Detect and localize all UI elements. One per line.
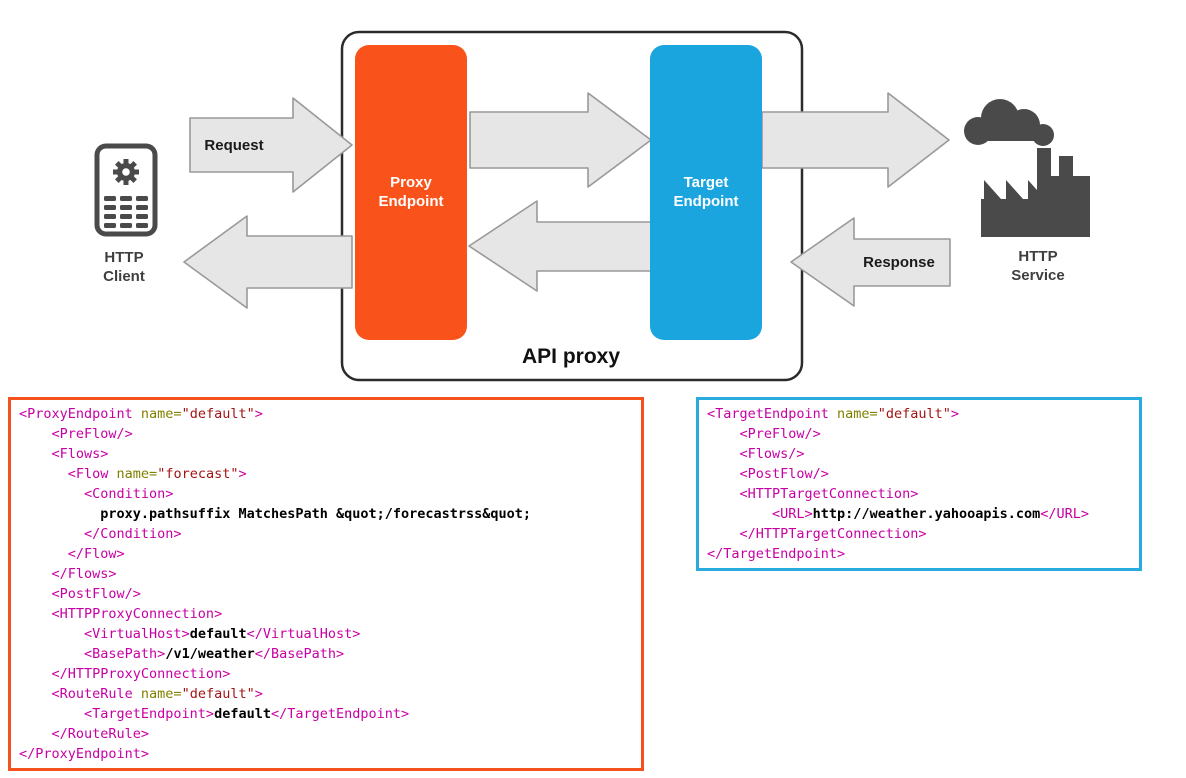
code-line: </TargetEndpoint>	[707, 544, 1131, 564]
code-line: <ProxyEndpoint name="default">	[19, 404, 633, 424]
target-endpoint-label-line2: Endpoint	[674, 193, 739, 210]
proxy-endpoint-label-line1: Proxy	[390, 174, 432, 191]
code-token-tag: >	[238, 466, 247, 482]
proxy-to-client-arrow	[183, 215, 353, 309]
code-token-tag: </RouteRule>	[19, 726, 150, 742]
request-label: Request	[204, 137, 263, 154]
target-to-proxy-arrow	[468, 200, 652, 292]
code-line: <Flow name="forecast">	[19, 464, 633, 484]
gear-icon	[113, 159, 139, 185]
http-service-label-line1: HTTP	[1018, 248, 1057, 265]
code-line: proxy.pathsuffix MatchesPath &quot;/fore…	[19, 504, 633, 524]
code-token-tag: </BasePath>	[254, 646, 345, 662]
code-token-tag: <VirtualHost>	[19, 626, 190, 642]
target-endpoint-label-line1: Target	[684, 174, 729, 191]
code-token-tag: </TargetEndpoint>	[270, 706, 410, 722]
code-token-tag: <PostFlow/>	[19, 586, 141, 602]
proxy-endpoint-box	[355, 45, 467, 340]
http-service-label-line2: Service	[1011, 267, 1064, 284]
code-line: <RouteRule name="default">	[19, 684, 633, 704]
code-token-text: http://weather.yahooapis.com	[812, 506, 1041, 522]
code-token-tag: <TargetEndpoint	[707, 406, 838, 422]
code-line: <Flows>	[19, 444, 633, 464]
code-token-tag: </ProxyEndpoint>	[19, 746, 150, 762]
proxy-to-target-arrow	[469, 92, 652, 188]
code-line: <PreFlow/>	[19, 424, 633, 444]
code-line: <PostFlow/>	[707, 464, 1131, 484]
code-token-tag: <PostFlow/>	[707, 466, 829, 482]
code-token-text: proxy.pathsuffix MatchesPath &quot;/fore…	[19, 506, 532, 522]
request-arrow	[189, 97, 353, 193]
code-token-tag: <HTTPProxyConnection>	[19, 606, 223, 622]
code-token-tag: <RouteRule	[19, 686, 141, 702]
code-token-tag: >	[950, 406, 959, 422]
http-client-phone-icon	[94, 143, 158, 237]
code-token-tag: </Condition>	[19, 526, 182, 542]
target-endpoint-box	[650, 45, 762, 340]
code-token-tag: <Flow	[19, 466, 117, 482]
code-line: </HTTPProxyConnection>	[19, 664, 633, 684]
response-arrow	[790, 217, 951, 307]
code-line: <PreFlow/>	[707, 424, 1131, 444]
api-proxy-diagram: Request Response Proxy Endpoint Target E…	[94, 30, 1090, 382]
code-token-text: default	[189, 626, 247, 642]
code-token-tag: <PreFlow/>	[19, 426, 133, 442]
code-token-tag: >	[254, 406, 263, 422]
code-token-tag: </HTTPProxyConnection>	[19, 666, 231, 682]
code-line: <HTTPProxyConnection>	[19, 604, 633, 624]
code-token-tag: </HTTPTargetConnection>	[707, 526, 927, 542]
code-token-text: default	[214, 706, 271, 722]
proxy-endpoint-label-line2: Endpoint	[379, 193, 444, 210]
code-token-tag: </TargetEndpoint>	[707, 546, 846, 562]
code-token-tag: </Flows>	[19, 566, 117, 582]
code-token-text: /v1/weather	[165, 646, 255, 662]
code-line: <VirtualHost>default</VirtualHost>	[19, 624, 633, 644]
code-token-attr: name=	[140, 406, 182, 422]
code-line: <TargetEndpoint name="default">	[707, 404, 1131, 424]
code-token-attr: name=	[140, 686, 182, 702]
target-to-service-arrow	[761, 92, 950, 188]
code-token-attr: name=	[837, 406, 878, 422]
code-token-tag: >	[254, 686, 263, 702]
code-token-tag: <Flows/>	[707, 446, 805, 462]
http-client-label-line2: Client	[103, 268, 145, 285]
code-line: <HTTPTargetConnection>	[707, 484, 1131, 504]
code-line: </Flow>	[19, 544, 633, 564]
code-token-val: "default"	[877, 406, 951, 422]
code-token-attr: name=	[116, 466, 158, 482]
api-proxy-label: API proxy	[522, 345, 620, 368]
phone-keypad	[104, 196, 148, 228]
code-token-tag: </URL>	[1040, 506, 1090, 522]
code-line: </Flows>	[19, 564, 633, 584]
code-line: <Condition>	[19, 484, 633, 504]
code-token-tag: <Flows>	[19, 446, 109, 462]
http-client-label-line1: HTTP	[104, 249, 143, 266]
code-token-tag: <Condition>	[19, 486, 174, 502]
target-endpoint-code-block: <TargetEndpoint name="default"> <PreFlow…	[696, 397, 1142, 571]
code-line: </HTTPTargetConnection>	[707, 524, 1131, 544]
code-line: <Flows/>	[707, 444, 1131, 464]
code-token-tag: <ProxyEndpoint	[19, 406, 141, 422]
code-token-val: "default"	[181, 406, 255, 422]
code-token-val: "forecast"	[157, 466, 239, 482]
code-line: <BasePath>/v1/weather</BasePath>	[19, 644, 633, 664]
code-token-tag: </VirtualHost>	[246, 626, 361, 642]
code-token-tag: <BasePath>	[19, 646, 166, 662]
code-token-tag: <PreFlow/>	[707, 426, 821, 442]
code-token-tag: <TargetEndpoint>	[19, 706, 215, 722]
code-token-tag: </Flow>	[19, 546, 125, 562]
code-token-tag: <URL>	[707, 506, 813, 522]
proxy-endpoint-code-block: <ProxyEndpoint name="default"> <PreFlow/…	[8, 397, 644, 771]
code-line: <TargetEndpoint>default</TargetEndpoint>	[19, 704, 633, 724]
code-line: </ProxyEndpoint>	[19, 744, 633, 764]
code-token-tag: <HTTPTargetConnection>	[707, 486, 919, 502]
code-line: </RouteRule>	[19, 724, 633, 744]
code-line: <URL>http://weather.yahooapis.com</URL>	[707, 504, 1131, 524]
code-line: <PostFlow/>	[19, 584, 633, 604]
code-line: </Condition>	[19, 524, 633, 544]
response-label: Response	[863, 254, 935, 271]
http-service-factory-icon	[964, 99, 1090, 237]
code-token-val: "default"	[181, 686, 255, 702]
